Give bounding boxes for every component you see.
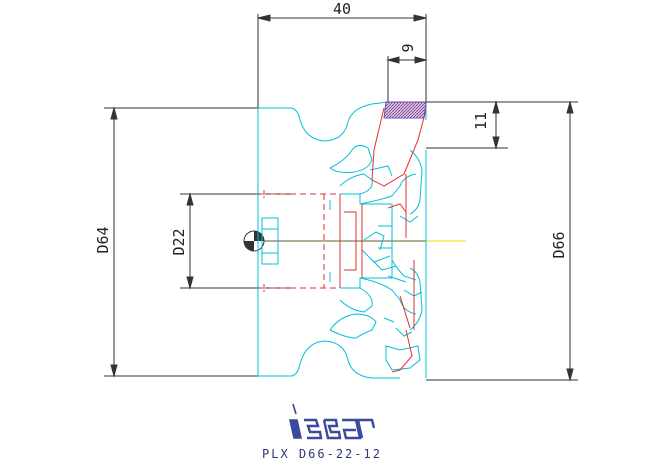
hidden-lines xyxy=(260,107,427,373)
iscar-logo: iscar xyxy=(289,403,376,440)
part-number: PLX D66-22-12 xyxy=(262,447,382,460)
dimension-lines xyxy=(104,14,578,382)
dim-d22-label: D22 xyxy=(170,228,188,255)
dim-11-label: 11 xyxy=(472,112,490,130)
cutter-body xyxy=(257,101,427,379)
dim-d66-label: D66 xyxy=(550,231,568,258)
dim-40-label: 40 xyxy=(333,0,351,18)
cutting-insert xyxy=(383,101,427,119)
dim-9-label: 9 xyxy=(399,43,417,52)
dim-d64-label: D64 xyxy=(94,226,112,253)
center-marker xyxy=(243,230,265,252)
